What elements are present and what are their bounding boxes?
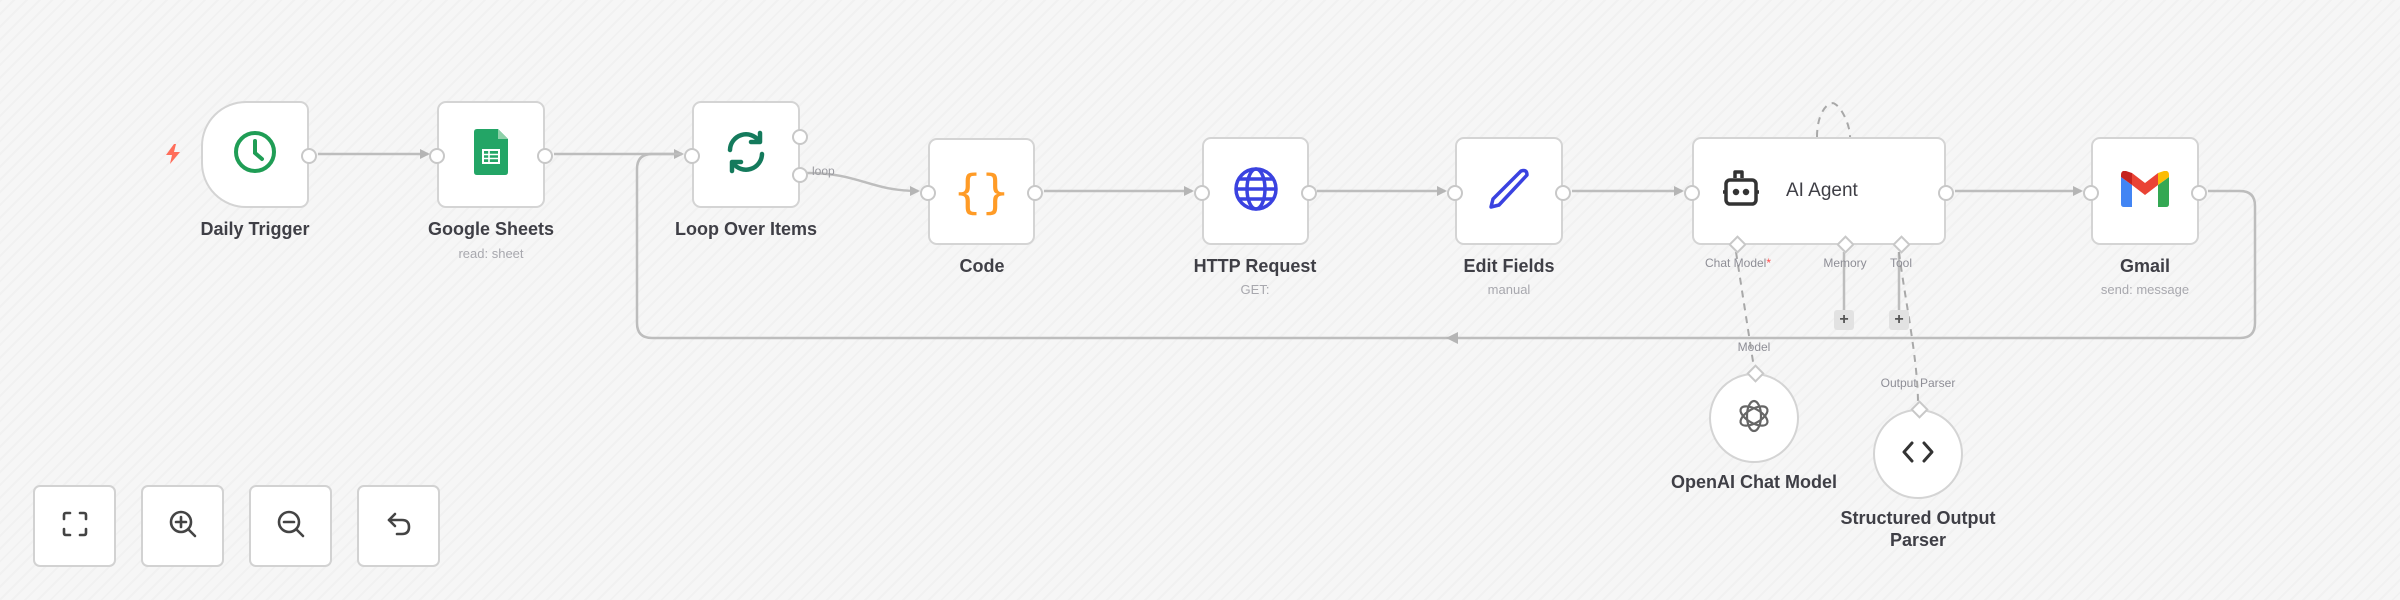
- node-title: Edit Fields: [1463, 256, 1555, 276]
- clock-icon: [232, 129, 278, 180]
- zoom-out-button[interactable]: [249, 485, 332, 567]
- chat-model-label: Chat Model*: [1705, 256, 1771, 270]
- add-memory-button[interactable]: +: [1834, 310, 1854, 330]
- globe-icon: [1233, 166, 1279, 217]
- node-subtitle: GET:: [1240, 282, 1270, 297]
- node-openai-chat-model[interactable]: [1709, 364, 1799, 463]
- node-edit-fields[interactable]: [1447, 137, 1571, 245]
- done-output-handle[interactable]: [792, 129, 808, 145]
- node-http-request[interactable]: [1194, 137, 1317, 245]
- parser-output-handle[interactable]: [1910, 400, 1929, 419]
- code-brackets-icon: [1901, 440, 1935, 469]
- openai-icon: [1735, 397, 1773, 440]
- input-handle[interactable]: [920, 185, 936, 201]
- node-title: Code: [959, 256, 1005, 276]
- node-subtitle: manual: [1487, 282, 1531, 297]
- trigger-lightning-icon: [165, 144, 181, 169]
- chat-model-input-handle[interactable]: [1728, 235, 1747, 254]
- tool-label: Tool: [1889, 256, 1913, 270]
- loop-output-label: loop: [812, 164, 835, 178]
- model-output-handle[interactable]: [1746, 364, 1765, 383]
- input-handle[interactable]: [429, 148, 445, 164]
- node-code[interactable]: {}: [920, 138, 1043, 245]
- undo-button[interactable]: [357, 485, 440, 567]
- node-title: AI Agent: [1786, 180, 1858, 201]
- node-structured-output-parser[interactable]: [1873, 400, 1963, 499]
- node-subtitle: send: message: [2100, 282, 2190, 297]
- output-handle[interactable]: [2191, 185, 2207, 201]
- tool-input-handle[interactable]: [1892, 235, 1911, 254]
- output-handle[interactable]: [1301, 185, 1317, 201]
- model-handle-label: Model: [1737, 340, 1771, 354]
- output-parser-handle-label: Output Parser: [1880, 376, 1956, 390]
- input-handle[interactable]: [1447, 185, 1463, 201]
- robot-icon: [1720, 168, 1762, 215]
- output-handle[interactable]: [1555, 185, 1571, 201]
- node-title: Loop Over Items: [674, 219, 818, 239]
- required-mark: *: [1766, 256, 1772, 270]
- google-sheets-icon: [474, 129, 508, 180]
- input-handle[interactable]: [1194, 185, 1210, 201]
- input-handle[interactable]: [684, 148, 700, 164]
- node-title-line2: Parser: [1889, 530, 1947, 550]
- output-handle[interactable]: [537, 148, 553, 164]
- chat-model-label-text: Chat Model: [1704, 256, 1767, 270]
- node-subtitle: read: sheet: [458, 246, 524, 261]
- loop-output-handle[interactable]: [792, 167, 808, 183]
- node-google-sheets[interactable]: [429, 101, 553, 208]
- zoom-out-icon: [276, 509, 306, 544]
- node-loop-over-items[interactable]: [684, 101, 808, 208]
- input-handle[interactable]: [1684, 185, 1700, 201]
- node-title: Daily Trigger: [200, 219, 310, 239]
- node-daily-trigger[interactable]: [201, 101, 317, 208]
- fullscreen-icon: [61, 510, 89, 543]
- gmail-icon: [2121, 170, 2169, 212]
- refresh-icon: [724, 130, 768, 179]
- input-handle[interactable]: [2083, 185, 2099, 201]
- undo-icon: [385, 510, 413, 543]
- pencil-icon: [1485, 165, 1533, 218]
- zoom-in-icon: [168, 509, 198, 544]
- node-title: OpenAI Chat Model: [1671, 472, 1837, 492]
- fit-view-button[interactable]: [33, 485, 116, 567]
- zoom-in-button[interactable]: [141, 485, 224, 567]
- node-title: Gmail: [2119, 256, 2171, 276]
- output-handle[interactable]: [1938, 185, 1954, 201]
- output-handle[interactable]: [301, 148, 317, 164]
- node-title: HTTP Request: [1193, 256, 1317, 276]
- add-tool-button[interactable]: +: [1889, 310, 1909, 330]
- node-title: Google Sheets: [427, 219, 555, 239]
- node-gmail[interactable]: [2083, 137, 2207, 245]
- node-ai-agent[interactable]: AI Agent: [1684, 137, 1954, 254]
- memory-label: Memory: [1823, 256, 1867, 270]
- memory-input-handle[interactable]: [1836, 235, 1855, 254]
- braces-icon: {}: [953, 164, 1010, 219]
- output-handle[interactable]: [1027, 185, 1043, 201]
- node-title-line1: Structured Output: [1840, 508, 1996, 528]
